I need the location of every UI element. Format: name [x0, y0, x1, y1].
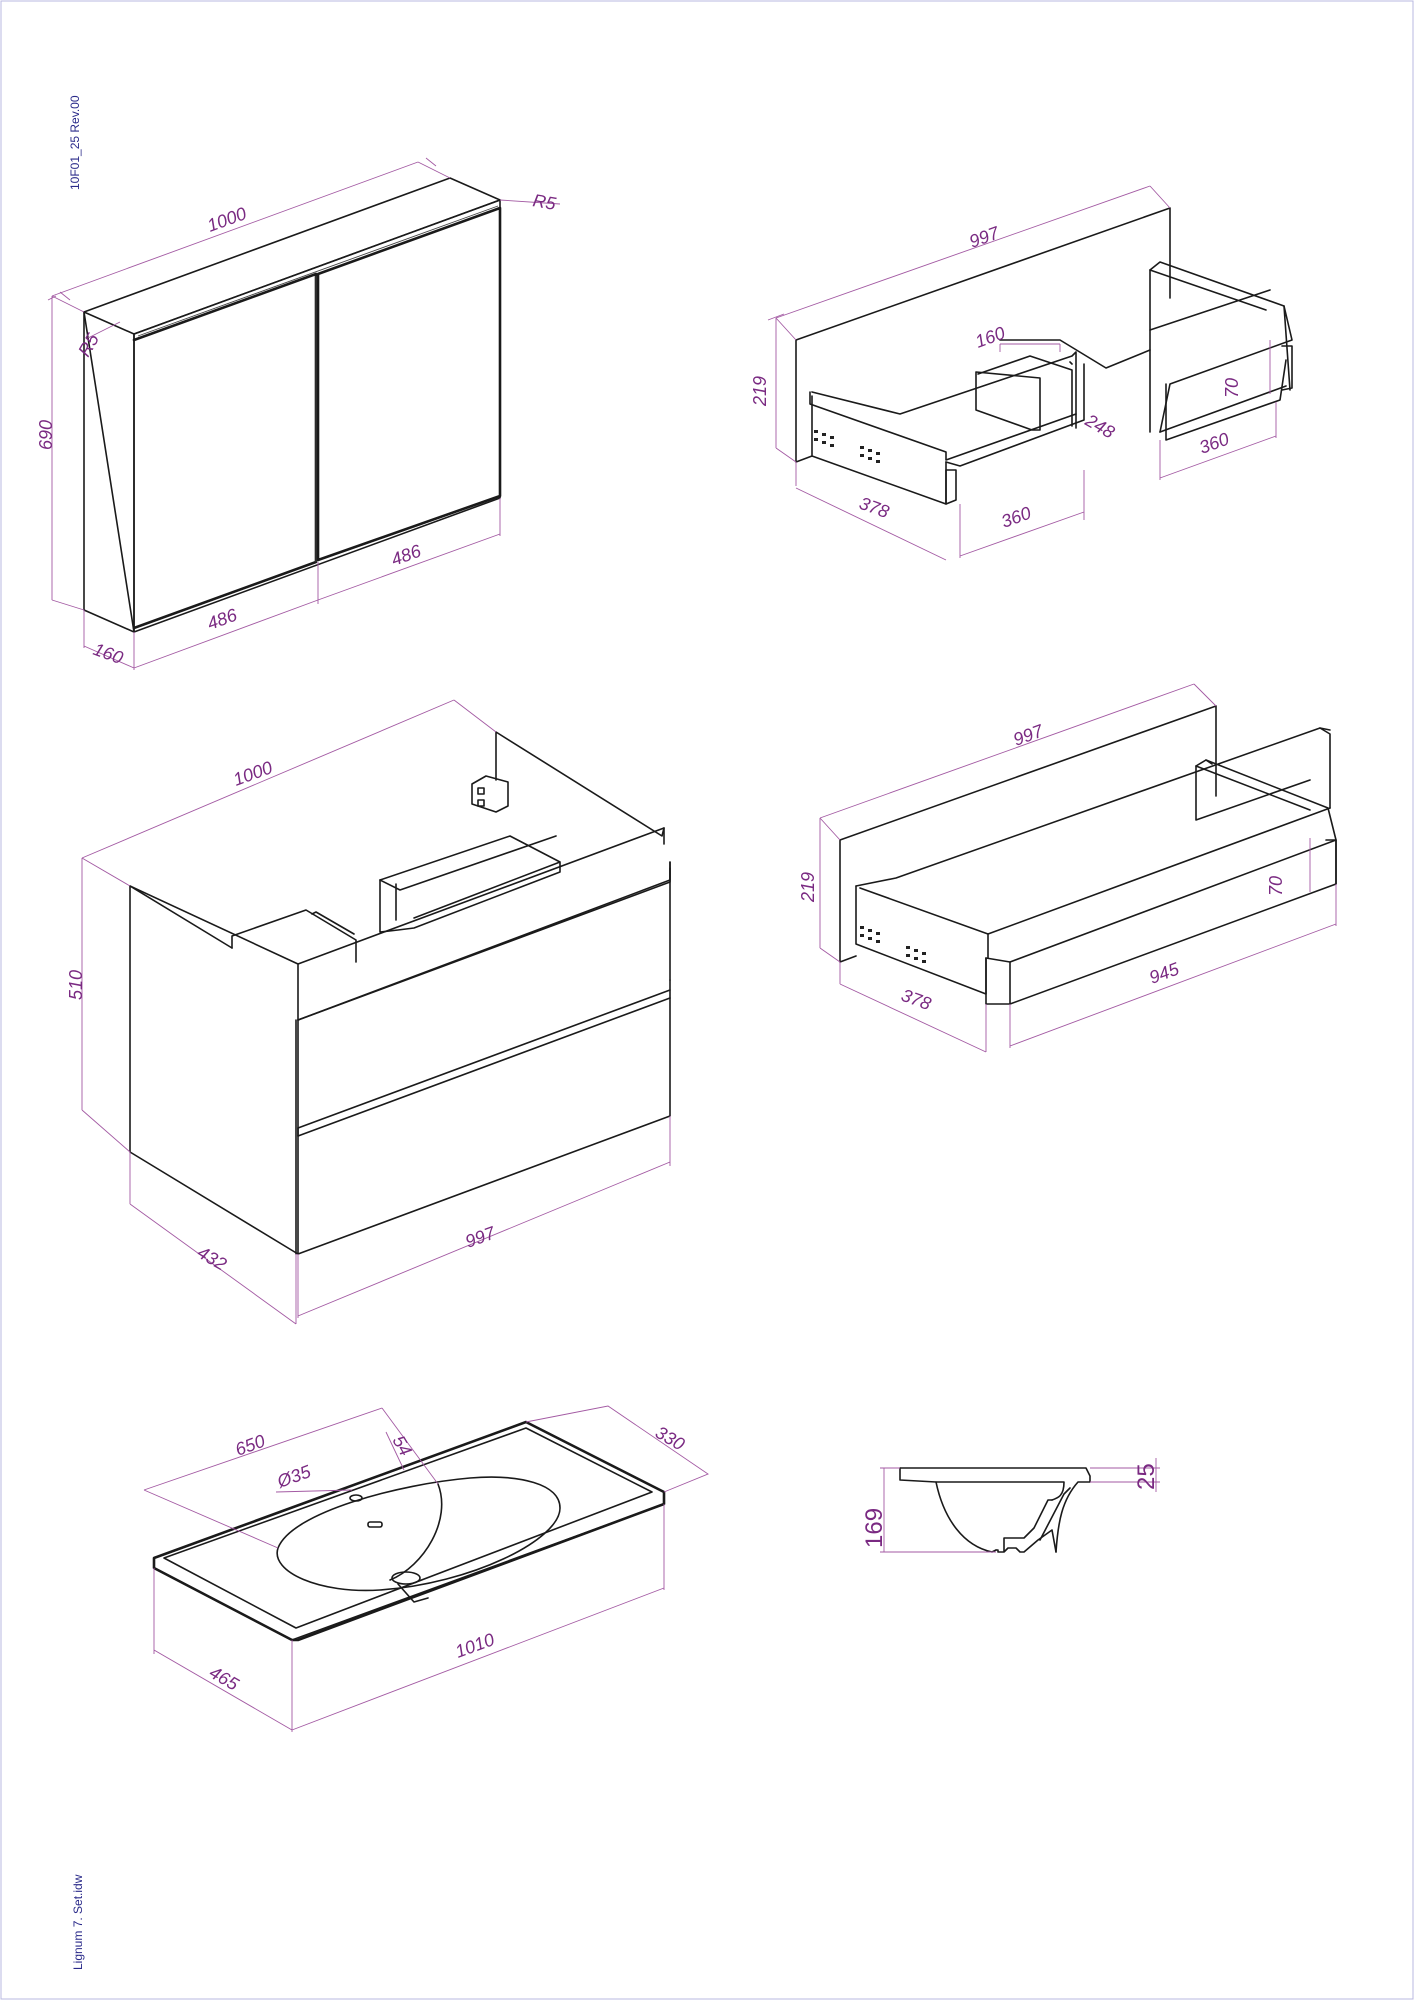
mirror-door-left-dim: 486 — [205, 604, 241, 633]
vanity-depth-dim: 432 — [194, 1242, 230, 1274]
basin-depth-dim: 465 — [206, 1662, 243, 1695]
vanity-width-dim: 1000 — [231, 757, 275, 789]
drawer-vent-holes-left — [814, 430, 880, 463]
washbasin-drawing — [143, 1405, 709, 1732]
drawer-top-depth-dim: 378 — [857, 493, 892, 522]
basin-bowl-width-dim: 650 — [233, 1431, 268, 1460]
drawer-top-side-height-dim: 70 — [1222, 378, 1242, 398]
basin-tap-offset-dim: 54 — [389, 1432, 416, 1459]
drawer-top-left-inner-dim: 360 — [999, 503, 1034, 532]
basin-section-height-dim: 169 — [861, 1508, 888, 1548]
mirror-radius-top-dim: R5 — [531, 190, 558, 214]
mirror-radius-left-dim: R5 — [74, 329, 103, 360]
drawer-bottom-height-dim: 219 — [798, 872, 818, 903]
mirror-depth-dim: 160 — [91, 639, 126, 668]
drawer-top-notch-depth-dim: 248 — [1081, 410, 1118, 443]
mirror-width-dim: 1000 — [205, 203, 249, 235]
mirror-door-right-dim: 486 — [389, 540, 425, 569]
drawer-bottom-width-dim: 997 — [1011, 720, 1047, 749]
drawer-top-right-inner-dim: 360 — [1197, 429, 1232, 458]
mirror-height-dim: 690 — [36, 420, 56, 450]
basin-section-drawing — [880, 1458, 1160, 1553]
drawer-vent-holes-bottom — [860, 926, 926, 963]
drawer-top-width-dim: 997 — [967, 222, 1003, 251]
basin-section-rim-dim: 25 — [1133, 1463, 1160, 1490]
mirror-cabinet-drawing — [47, 157, 561, 670]
basin-width-dim: 1010 — [453, 1629, 497, 1661]
drawer-top-height-dim: 219 — [750, 376, 770, 407]
drawer-full-width-drawing — [819, 683, 1337, 1053]
vanity-unit-drawing — [81, 699, 671, 1325]
vanity-front-width-dim: 997 — [463, 1222, 499, 1251]
drawer-with-notch-drawing — [767, 185, 1293, 561]
drawer-top-notch-width-dim: 160 — [973, 323, 1008, 352]
vanity-height-dim: 510 — [66, 970, 86, 1000]
drawer-bottom-side-height-dim: 70 — [1266, 876, 1286, 896]
basin-bowl-depth-dim: 330 — [652, 1422, 688, 1454]
basin-tap-hole-dim: Ø35 — [274, 1461, 315, 1492]
file-name-label: Lignum 7. Set.idw — [71, 1874, 85, 1970]
drawer-bottom-depth-dim: 378 — [899, 985, 934, 1014]
revision-label: 10F01_25 Rev.00 — [68, 95, 82, 190]
